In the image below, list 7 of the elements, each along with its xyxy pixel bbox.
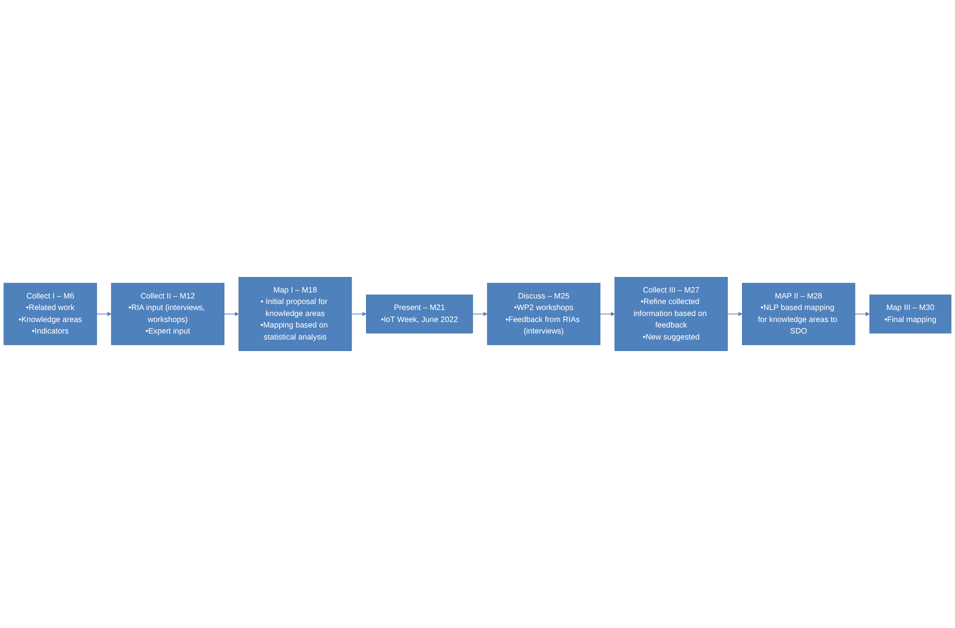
arrow [224, 312, 239, 316]
arrow [351, 312, 366, 316]
arrow [854, 312, 870, 316]
arrow [727, 312, 742, 316]
arrow [472, 312, 488, 316]
arrow [600, 312, 615, 316]
arrow [96, 312, 112, 316]
